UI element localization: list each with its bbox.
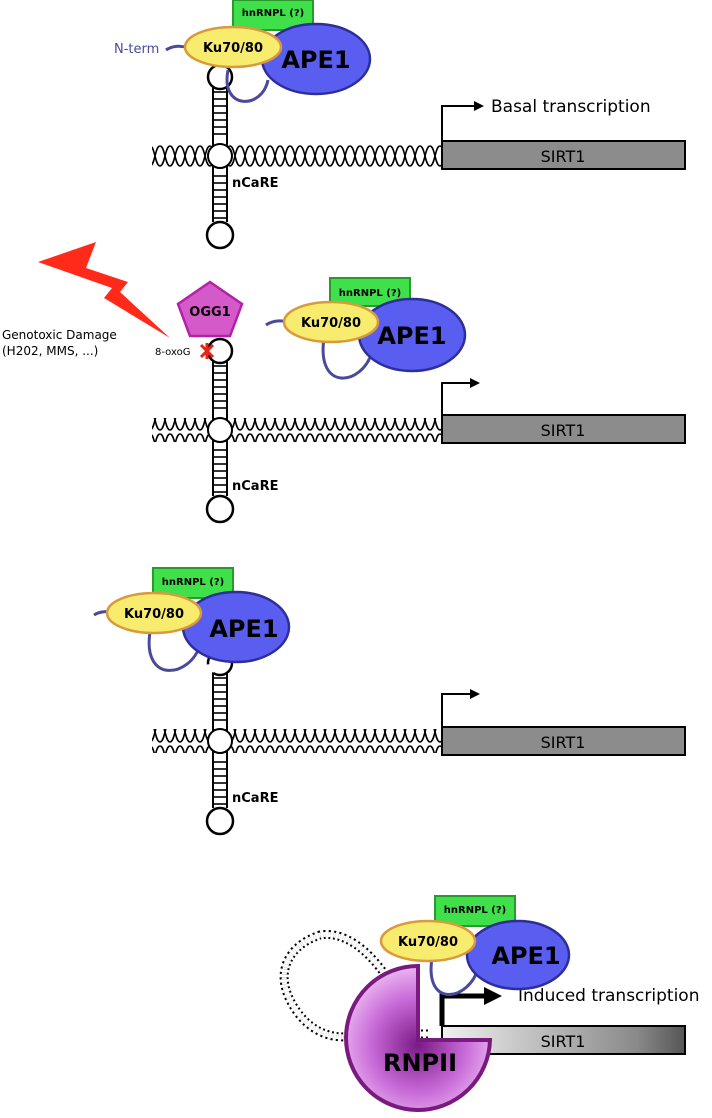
dna-strand — [152, 418, 442, 442]
lightning-bolt-icon — [38, 242, 170, 338]
ape1-label: APE1 — [209, 615, 278, 643]
ogg1-label: OGG1 — [189, 305, 230, 320]
sirt1-gene — [441, 140, 686, 170]
transcription-arrow — [441, 689, 480, 727]
ape1-complex: hnRNPL (?) APE1 Ku70/80 — [265, 277, 467, 380]
hnrnpl-label: hnRNPL (?) — [339, 288, 401, 299]
ncare-hairpin — [205, 63, 235, 250]
ape1-ellipse — [465, 919, 571, 991]
ape1-label: APE1 — [377, 322, 446, 350]
ku70-80-label: Ku70/80 — [124, 607, 184, 622]
damage-agents: (H202, MMS, ...) — [2, 344, 98, 358]
ape1-complex: hnRNPL (?) APE1 Ku70/80 — [93, 567, 291, 672]
panel-damage: Genotoxic Damage (H202, MMS, ...) SIRT1 … — [2, 242, 686, 524]
n-term-linker — [147, 631, 202, 672]
ncare-label: nCaRE — [232, 791, 278, 806]
ku70-80-label: Ku70/80 — [203, 41, 263, 56]
ncare-label: nCaRE — [232, 479, 278, 494]
panel-processing: SIRT1 nCaRE hnRNPL (?) APE1 Ku70/80 — [93, 567, 686, 836]
damage-title: Genotoxic Damage — [2, 328, 117, 342]
ncare-label: nCaRE — [232, 176, 278, 191]
ku70-80-ellipse — [282, 300, 380, 344]
n-term-linker — [225, 69, 270, 103]
ape1-label: APE1 — [281, 46, 350, 74]
ku70-80-label: Ku70/80 — [398, 935, 458, 950]
hnrnpl-label: hnRNPL (?) — [444, 905, 506, 916]
transcription-arrow — [441, 378, 480, 415]
ape1-complex: hnRNPL (?) APE1 Ku70/80 N-term — [114, 0, 372, 103]
sirt1-gene-label: SIRT1 — [541, 1032, 586, 1051]
panel-induced: SIRT1 RNPII Induced transcription hnRNPL… — [279, 895, 699, 1112]
dna-loop-inner — [281, 931, 428, 1040]
hnrnpl-label: hnRNPL (?) — [162, 577, 224, 588]
n-term-linker — [321, 337, 374, 380]
rnpii-label: RNPII — [383, 1049, 457, 1077]
induced-transcription-label: Induced transcription — [518, 986, 699, 1006]
hnrnpl-box — [434, 895, 516, 927]
ncare-hairpin — [205, 649, 235, 836]
ncare-hairpin — [205, 337, 235, 524]
ku70-80-ellipse — [183, 25, 283, 69]
n-term-label: N-term — [114, 42, 159, 57]
ape1-complex: hnRNPL (?) APE1 Ku70/80 — [379, 895, 571, 996]
ape1-label: APE1 — [491, 942, 560, 970]
transcription-arrow — [441, 101, 484, 141]
sirt1-gene-label: SIRT1 — [541, 421, 586, 440]
lesion-label: 8-oxoG — [155, 347, 190, 358]
ogg1-pentagon — [176, 280, 244, 338]
dna-strand — [152, 729, 442, 753]
ku70-80-ellipse — [379, 919, 477, 963]
basal-transcription-label: Basal transcription — [491, 97, 651, 117]
sirt1-gene — [441, 726, 686, 756]
n-term-linker — [429, 957, 480, 996]
sirt1-gene-label: SIRT1 — [541, 147, 586, 166]
ku70-80-label: Ku70/80 — [301, 316, 361, 331]
hnrnpl-label: hnRNPL (?) — [242, 8, 304, 19]
sirt1-gene — [441, 414, 686, 444]
sirt1-gene-label: SIRT1 — [541, 733, 586, 752]
lesion-marker-icon — [199, 343, 215, 359]
ku70-80-ellipse — [105, 591, 203, 635]
rnpii-polymerase — [344, 963, 493, 1112]
panel-basal: SIRT1 Basal transcription nCaRE hnRNPL (… — [114, 0, 686, 250]
induced-transcription-arrow — [439, 987, 502, 1026]
dna-strand — [152, 144, 442, 168]
